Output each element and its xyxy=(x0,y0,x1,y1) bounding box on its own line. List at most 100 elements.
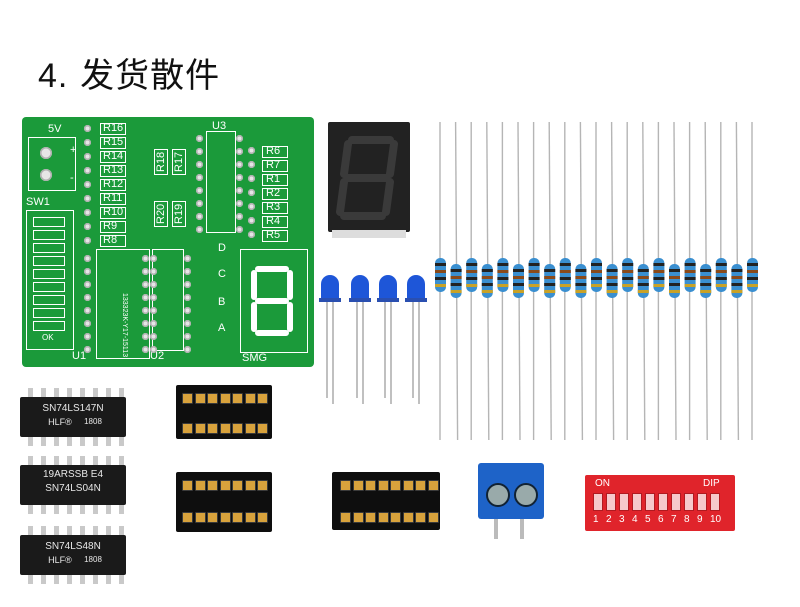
dip-number: 8 xyxy=(684,514,690,525)
resistor xyxy=(715,258,727,292)
ic-pin xyxy=(80,575,85,584)
resistor-band xyxy=(575,290,587,293)
resistor-band xyxy=(450,290,462,293)
socket-contact xyxy=(244,423,256,434)
resistor-band xyxy=(637,283,649,286)
socket-contact xyxy=(257,423,268,434)
resistor-band xyxy=(435,277,446,280)
solder-pad xyxy=(84,333,91,340)
power-label: 5V xyxy=(48,123,62,135)
resistor-band xyxy=(544,276,556,279)
solder-pad xyxy=(142,255,149,262)
pcb-resistor-label: R9 xyxy=(103,220,118,232)
pcb-resistor-label: R8 xyxy=(103,234,118,246)
resistor-band xyxy=(747,270,758,273)
resistor-band xyxy=(435,270,446,273)
socket-contact xyxy=(219,512,231,523)
u1-outline xyxy=(96,249,150,359)
resistor-band xyxy=(450,276,462,279)
pcb-switch-slot xyxy=(33,230,65,240)
resistor xyxy=(622,258,634,292)
pcb-resistor-outline xyxy=(100,137,126,149)
resistor-band xyxy=(731,290,743,293)
ic-sn74ls48n: SN74LS48N HLF® 1808 xyxy=(20,535,126,575)
resistor-band xyxy=(684,263,696,266)
solder-pad xyxy=(196,200,203,207)
resistor xyxy=(637,264,649,298)
solder-pad xyxy=(196,161,203,168)
u3-outline xyxy=(206,131,236,233)
pcb-resistor-label: R15 xyxy=(103,136,124,148)
socket-contact xyxy=(390,480,401,491)
solder-pad xyxy=(150,294,157,301)
ic-pin xyxy=(67,437,72,446)
minus-label: - xyxy=(70,172,74,184)
resistor-band xyxy=(481,276,493,279)
resistor-band xyxy=(653,270,665,273)
ic-pin xyxy=(28,575,33,584)
ic-pin xyxy=(80,526,85,535)
blue-led xyxy=(321,275,339,300)
title-text: 发货散件 xyxy=(80,56,221,96)
resistor xyxy=(669,264,680,298)
resistor xyxy=(575,264,587,298)
pcb-resistor-outline xyxy=(262,188,288,200)
pcb-switch-slot xyxy=(33,269,65,279)
resistor-band xyxy=(715,263,727,266)
resistor-band xyxy=(513,290,524,293)
socket-contact xyxy=(232,423,243,434)
resistor-band xyxy=(466,277,478,280)
solder-pad xyxy=(196,135,203,142)
pcb-switch-slot xyxy=(33,308,65,318)
dip-lever xyxy=(645,493,655,511)
ic-pin xyxy=(54,505,59,514)
resistor xyxy=(435,258,446,292)
resistor-band xyxy=(591,263,602,266)
resistor-band xyxy=(622,284,634,287)
ic-1-line2: HLF® xyxy=(48,417,72,427)
resistor-band xyxy=(669,283,680,286)
pcb-resistor-label: R6 xyxy=(266,145,281,157)
smg-label: SMG xyxy=(242,352,268,364)
dip-on-label: ON xyxy=(595,478,610,489)
ic-pin xyxy=(93,388,98,397)
pcb-resistor-outline xyxy=(100,179,126,191)
socket-contact xyxy=(244,393,256,404)
resistor xyxy=(606,264,618,298)
terminal-pin xyxy=(520,519,524,539)
pcb-resistor-outline xyxy=(100,235,126,247)
resistor xyxy=(450,264,462,298)
solder-pad xyxy=(84,209,91,216)
resistor xyxy=(700,264,712,298)
resistor-band xyxy=(481,283,493,286)
solder-pad xyxy=(84,255,91,262)
resistor xyxy=(466,258,478,292)
ic-pin xyxy=(106,456,111,465)
ic-pin xyxy=(28,505,33,514)
dip-number: 6 xyxy=(658,514,664,525)
dip-lever xyxy=(632,493,642,511)
solder-pad xyxy=(248,189,255,196)
blue-led xyxy=(351,275,369,300)
resistor-band xyxy=(544,269,556,272)
solder-pad xyxy=(184,294,191,301)
ic-pin xyxy=(54,388,59,397)
solder-pad xyxy=(84,268,91,275)
solder-pad xyxy=(248,161,255,168)
solder-pad xyxy=(142,268,149,275)
pcb-resistor-outline xyxy=(100,151,126,163)
resistor-band xyxy=(715,270,727,273)
solder-pad xyxy=(150,307,157,314)
switch-label: SW1 xyxy=(26,196,50,208)
solder-pad xyxy=(142,333,149,340)
solder-pad xyxy=(196,213,203,220)
ic-pin xyxy=(80,456,85,465)
resistor-band xyxy=(575,283,587,286)
ic-pin xyxy=(41,437,46,446)
resistor-band xyxy=(669,290,680,293)
solder-pad xyxy=(248,231,255,238)
pcb-board: 5V + - SW1 OK U1 U2 U3 SMG D C B A 13332… xyxy=(22,117,314,367)
socket-contact xyxy=(194,423,206,434)
led-rim xyxy=(405,298,427,302)
solder-pad xyxy=(248,175,255,182)
